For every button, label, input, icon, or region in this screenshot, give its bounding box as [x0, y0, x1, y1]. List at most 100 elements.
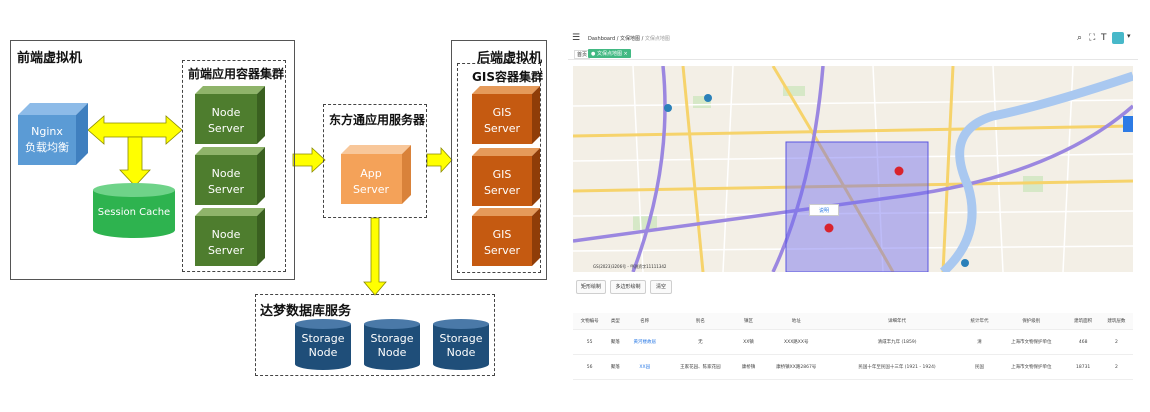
cell-address: 康桥镇XX路2867号 [761, 354, 832, 380]
node-server-1-line2: Server [208, 122, 245, 135]
table-row[interactable]: 55 聚落 黄河楼故居 无 XX镇 XXX路XX号 清咸丰九年 (1859) 清… [573, 329, 1133, 355]
app-service-frame: 东方通应用服务器 [323, 104, 427, 218]
cell-address: XXX路XX号 [761, 329, 832, 355]
gis-server-1-line1: GIS [493, 106, 512, 119]
frontend-cluster-title: 前端应用容器集群 [188, 67, 285, 81]
clear-button[interactable]: 清空 [650, 280, 672, 294]
cell-level: 上海市文物保护单位 [996, 354, 1067, 380]
marker-popup[interactable]: 说明 [809, 204, 839, 216]
cell-area: 468 [1066, 329, 1100, 355]
col-town[interactable]: 镇区 [735, 313, 762, 330]
node-server-2: Node Server [195, 147, 265, 205]
col-era[interactable]: 统计年代 [962, 313, 997, 330]
session-cache-node: Session Cache [93, 183, 175, 238]
node-server-2-line2: Server [208, 183, 245, 196]
cell-id: 56 [573, 354, 607, 380]
col-level[interactable]: 保护级别 [996, 313, 1067, 330]
node-server-3-line1: Node [212, 228, 241, 241]
table-header-row: 文物编号 类型 名称 别名 镇区 地址 详细年代 统计年代 保护级别 建筑面积 … [573, 313, 1133, 330]
storage-node-2: Storage Node [364, 319, 420, 370]
gis-cluster-frame: GIS容器集群 [457, 63, 543, 273]
app-service-title: 东方通应用服务器 [329, 113, 426, 127]
gis-server-2-line2: Server [484, 184, 521, 197]
map-view[interactable]: 说明 GS(2023)3206号 - 甲测资字11111342 [573, 66, 1133, 272]
frontend-vm-frame: 前端虚拟机 [10, 40, 295, 280]
col-floors[interactable]: 建筑层数 [1099, 313, 1133, 330]
top-bar: ☰ Dashboard / 文保地图 / 文保点地图 ⌕ ⛶ T ▾ [568, 30, 1138, 46]
col-id[interactable]: 文物编号 [573, 313, 607, 330]
font-size-icon[interactable]: T [1101, 33, 1107, 43]
cell-era: 民国 [962, 354, 997, 380]
db-service-frame: 达梦数据库服务 [255, 294, 495, 376]
col-address[interactable]: 地址 [761, 313, 832, 330]
gis-server-3: GIS Server [472, 208, 540, 266]
storage-node-1-line1: Storage [301, 332, 344, 345]
polygon-draw-button[interactable]: 多边形绘制 [610, 280, 646, 294]
gis-server-2: GIS Server [472, 148, 540, 206]
col-name[interactable]: 名称 [624, 313, 666, 330]
node-server-2-line1: Node [212, 167, 241, 180]
app-db-arrow [363, 217, 387, 296]
map-copyright: GS(2023)3206号 - 甲测资字11111342 [593, 264, 667, 269]
cluster-app-arrow [292, 147, 326, 173]
breadcrumb: Dashboard / 文保地图 / 文保点地图 [588, 35, 670, 42]
tab-heritage-map[interactable]: ● 文保点地图 × [588, 49, 631, 58]
search-icon[interactable]: ⌕ [1077, 33, 1083, 43]
cell-town: XX镇 [735, 329, 762, 355]
storage-node-3-line2: Node [447, 346, 476, 359]
app-server-line1: App [360, 167, 382, 180]
col-era-detail[interactable]: 详细年代 [831, 313, 963, 330]
tab-heritage-map-label: 文保点地图 [596, 51, 622, 57]
cell-type: 聚落 [606, 354, 625, 380]
backend-vm-frame: 后端虚拟机 [451, 40, 547, 280]
app-server-line2: Server [353, 183, 390, 196]
session-cache-arrow [119, 136, 151, 187]
gis-server-3-line1: GIS [493, 228, 512, 241]
storage-node-row: Storage Node Storage Node Storage Node [295, 319, 489, 370]
storage-node-1-line2: Node [309, 346, 338, 359]
chevron-down-icon[interactable]: ▾ [1127, 32, 1131, 40]
cell-floors: 2 [1099, 354, 1133, 380]
node-server-1-line1: Node [212, 106, 241, 119]
fullscreen-icon[interactable]: ⛶ [1089, 33, 1096, 43]
cell-era-detail: 清咸丰九年 (1859) [831, 329, 963, 355]
breadcrumb-item-dashboard[interactable]: Dashboard [588, 36, 616, 42]
gis-server-1-line2: Server [484, 122, 521, 135]
breadcrumb-item-heritage-map[interactable]: 文保地图 [620, 36, 641, 42]
nginx-node: Nginx 负载均衡 [18, 103, 88, 165]
cell-floors: 2 [1099, 329, 1133, 355]
node-server-3-line2: Server [208, 244, 245, 257]
gis-server-2-line1: GIS [493, 168, 512, 181]
breadcrumb-separator-icon: / [616, 36, 621, 42]
nginx-label-1: Nginx [31, 125, 63, 138]
col-type[interactable]: 类型 [606, 313, 625, 330]
col-alias[interactable]: 别名 [665, 313, 736, 330]
gis-cluster-title: GIS容器集群 [472, 70, 543, 84]
cell-era: 清 [962, 329, 997, 355]
backend-vm-title: 后端虚拟机 [477, 51, 543, 66]
storage-node-3: Storage Node [433, 319, 489, 370]
cell-area: 18731 [1066, 354, 1100, 380]
cell-era-detail: 民国十年至民国十三年 (1921 - 1924) [831, 354, 963, 380]
tags-bar: 首页 ● 文保点地图 × [568, 47, 1138, 60]
table-row[interactable]: 56 聚落 XX园 王家花园、陈家花园 康桥镇 康桥镇XX路2867号 民国十年… [573, 354, 1133, 380]
frontend-cluster-frame: 前端应用容器集群 [182, 60, 286, 272]
rectangle-draw-button[interactable]: 矩形绘制 [576, 280, 606, 294]
gis-server-1: GIS Server [472, 86, 540, 144]
avatar[interactable] [1112, 32, 1124, 44]
cell-id: 55 [573, 329, 607, 355]
col-area[interactable]: 建筑面积 [1066, 313, 1100, 330]
node-server-stack: Node Server Node Server Node Server [195, 86, 265, 266]
frontend-vm-title: 前端虚拟机 [17, 51, 83, 66]
cell-name-link[interactable]: 黄河楼故居 [624, 329, 666, 355]
menu-toggle-icon[interactable]: ☰ [572, 33, 581, 43]
cell-town: 康桥镇 [735, 354, 762, 380]
map-app-screenshot: ☰ Dashboard / 文保地图 / 文保点地图 ⌕ ⛶ T ▾ 首页 ● … [568, 30, 1138, 380]
architecture-diagram: 前端虚拟机 Nginx 负载均衡 Session Cache 前端应用容器集群 … [0, 0, 560, 412]
storage-node-3-line1: Storage [439, 332, 482, 345]
cell-alias: 无 [665, 329, 736, 355]
storage-node-1: Storage Node [295, 319, 351, 370]
cell-type: 聚落 [606, 329, 625, 355]
cell-name-link[interactable]: XX园 [624, 354, 666, 380]
cell-alias: 王家花园、陈家花园 [665, 354, 736, 380]
